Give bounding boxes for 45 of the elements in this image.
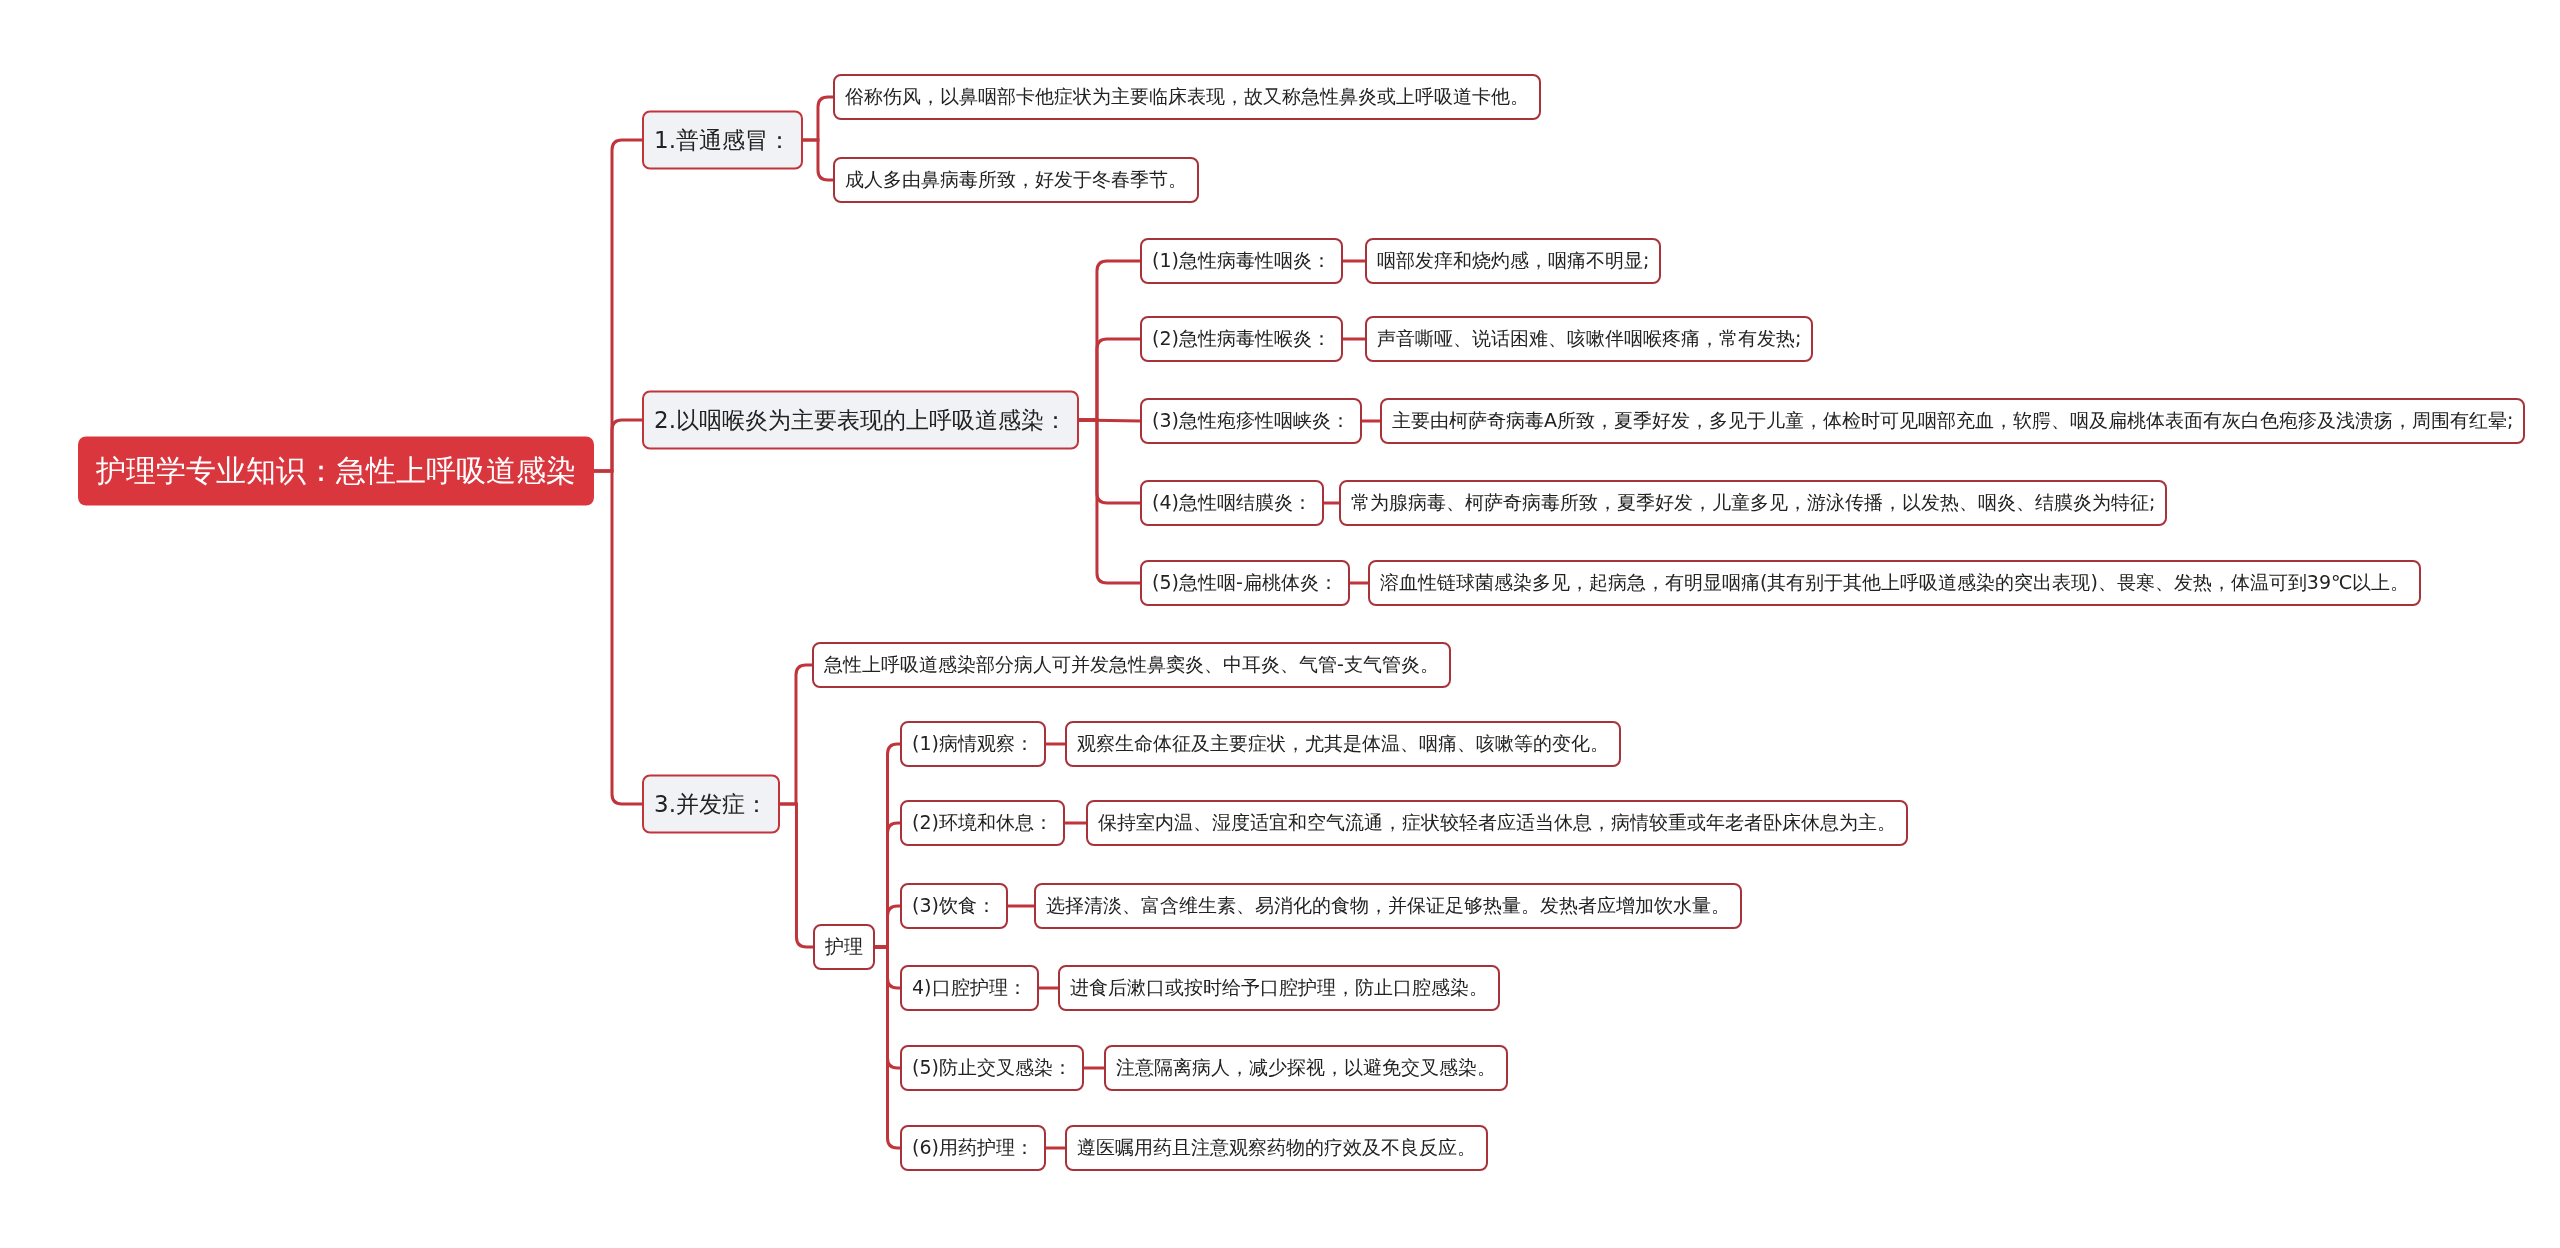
connector-line xyxy=(1064,821,1086,825)
subtopic-box: 选择清淡、富含维生素、易消化的食物，并保证足够热量。发热者应增加饮水量。 xyxy=(1034,883,1742,929)
connector-line xyxy=(1078,418,1140,585)
subtopic-box: 咽部发痒和烧灼感，咽痛不明显; xyxy=(1365,238,1662,284)
connector-line xyxy=(1349,581,1368,585)
connector-line xyxy=(779,802,813,949)
subtopic-box: 护理 xyxy=(813,924,875,970)
subtopic-box: 溶血性链球菌感染多见，起病急，有明显咽痛(其有别于其他上呼吸道感染的突出表现)、畏寒、发热，体温可到39℃以上。 xyxy=(1368,560,2422,606)
connector-line xyxy=(1045,1146,1065,1150)
topic-box: 2.以咽喉炎为主要表现的上呼吸道感染： xyxy=(642,390,1079,450)
subtopic-box: 常为腺病毒、柯萨奇病毒所致，夏季好发，儿童多见，游泳传播，以发热、咽炎、结膜炎为特征; xyxy=(1339,480,2168,526)
connector-line xyxy=(875,945,900,1150)
subtopic-box: 进食后漱口或按时给予口腔护理，防止口腔感染。 xyxy=(1058,965,1500,1011)
connector-line xyxy=(1342,337,1365,341)
topic-box: 1.普通感冒： xyxy=(642,110,803,170)
subtopic-box: 声音嘶哑、说话困难、咳嗽伴咽喉疼痛，常有发热; xyxy=(1365,316,1814,362)
subtopic-box: 注意隔离病人，减少探视，以避免交叉感染。 xyxy=(1104,1045,1508,1091)
subtopic-box: (4)急性咽结膜炎： xyxy=(1140,480,1324,526)
connector-line xyxy=(1361,419,1380,423)
subtopic-box: 4)口腔护理： xyxy=(900,965,1039,1011)
connector-line xyxy=(802,138,833,182)
subtopic-box: 保持室内温、湿度适宜和空气流通，症状较轻者应适当休息，病情较重或年老者卧床休息为主。 xyxy=(1086,800,1908,846)
subtopic-box: 急性上呼吸道感染部分病人可并发急性鼻窦炎、中耳炎、气管-支气管炎。 xyxy=(812,642,1451,688)
topic-box: 3.并发症： xyxy=(642,774,780,834)
connector-line xyxy=(1045,742,1065,746)
subtopic-box: 主要由柯萨奇病毒A所致，夏季好发，多见于儿童，体检时可见咽部充血，软腭、咽及扁桃体表面有灰白色疱疹及浅溃疡，周围有红晕; xyxy=(1380,398,2526,444)
connector-line xyxy=(1038,986,1058,990)
subtopic-box: (2)环境和休息： xyxy=(900,800,1065,846)
connector-line xyxy=(1007,904,1034,908)
subtopic-box: (5)急性咽-扁桃体炎： xyxy=(1140,560,1350,606)
connector-line xyxy=(1342,259,1365,263)
subtopic-box: 俗称伤风，以鼻咽部卡他症状为主要临床表现，故又称急性鼻炎或上呼吸道卡他。 xyxy=(833,74,1541,120)
subtopic-box: (3)急性疱疹性咽峡炎： xyxy=(1140,398,1362,444)
subtopic-box: (5)防止交叉感染： xyxy=(900,1045,1084,1091)
subtopic-box: 观察生命体征及主要症状，尤其是体温、咽痛、咳嗽等的变化。 xyxy=(1065,721,1621,767)
subtopic-box: (1)病情观察： xyxy=(900,721,1046,767)
root-topic-box: 护理学专业知识：急性上呼吸道感染 xyxy=(78,436,594,506)
subtopic-box: (3)饮食： xyxy=(900,883,1008,929)
subtopic-box: (6)用药护理： xyxy=(900,1125,1046,1171)
subtopic-box: 遵医嘱用药且注意观察药物的疗效及不良反应。 xyxy=(1065,1125,1488,1171)
subtopic-box: 成人多由鼻病毒所致，好发于冬春季节。 xyxy=(833,157,1199,203)
connector-line xyxy=(1083,1066,1104,1070)
subtopic-box: (1)急性病毒性咽炎： xyxy=(1140,238,1343,284)
subtopic-box: (2)急性病毒性喉炎： xyxy=(1140,316,1343,362)
connector-line xyxy=(1323,501,1339,505)
